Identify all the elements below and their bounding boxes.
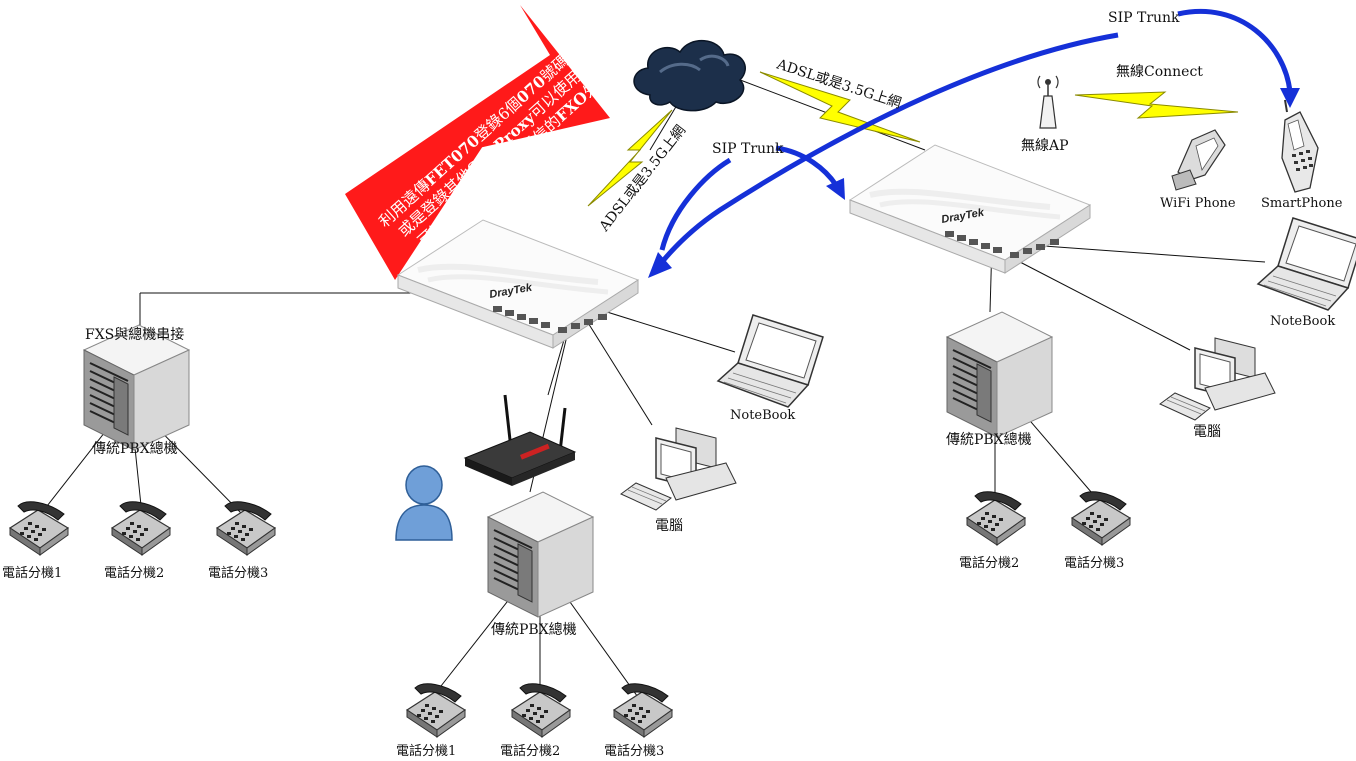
desk-phone-icon xyxy=(1071,491,1131,546)
antenna-icon xyxy=(1037,75,1059,129)
phone-left-3-label: 電話分機3 xyxy=(208,565,268,581)
pc-right-label: 電腦 xyxy=(1193,424,1221,440)
phone-left-1-label: 電話分機1 xyxy=(2,565,62,581)
mobile-phone-icon xyxy=(1281,99,1319,193)
lightning-icon xyxy=(587,109,673,207)
desk-phone-icon xyxy=(966,491,1026,546)
sip-trunk-label-top: SIP Trunk xyxy=(1108,10,1180,26)
desk-phone-icon xyxy=(9,501,69,556)
desk-phone-icon xyxy=(111,501,171,556)
pc-mid-label: 電腦 xyxy=(655,518,683,534)
server-icon xyxy=(487,491,594,618)
sip-trunk-label-mid: SIP Trunk xyxy=(712,141,784,157)
user-icon xyxy=(395,465,453,541)
banner-arrow-shape xyxy=(345,5,610,280)
ap-label: 無線AP xyxy=(1021,138,1069,154)
mobile-phone-icon xyxy=(1171,129,1226,191)
lightning-icon xyxy=(1074,91,1239,119)
laptop-icon xyxy=(1257,217,1356,311)
sip-trunk-arrows xyxy=(648,8,1300,278)
desktop-pc-icon xyxy=(620,427,737,511)
router-icon xyxy=(850,145,1090,273)
phone-left-2-label: 電話分機2 xyxy=(104,565,164,581)
server-icon xyxy=(83,324,190,451)
phone-bottom-3-label: 電話分機3 xyxy=(604,743,664,759)
fxs-label: FXS與總機串接 xyxy=(85,326,184,343)
promo-banner: 利用遠傳FET070登錄6個070號碼 或是登錄其他SIP Proxy可以使用6… xyxy=(345,5,615,280)
desk-phone-icon xyxy=(613,683,673,738)
phone-right-3-label: 電話分機3 xyxy=(1064,555,1124,571)
pbx-bottom-label: 傳統PBX總機 xyxy=(491,621,577,638)
phone-right-2-label: 電話分機2 xyxy=(959,555,1019,571)
router-icon xyxy=(463,394,577,486)
cloud-icon xyxy=(633,39,746,112)
desk-phone-icon xyxy=(406,683,466,738)
phone-bottom-1-label: 電話分機1 xyxy=(396,743,456,759)
server-icon xyxy=(946,311,1053,438)
lightning-icon xyxy=(759,71,921,143)
desk-phone-icon xyxy=(511,683,571,738)
smartphone-label: SmartPhone xyxy=(1261,196,1343,211)
desk-phone-icon xyxy=(216,501,276,556)
wireless-connect-label: 無線Connect xyxy=(1116,64,1203,80)
notebook-mid-label: NoteBook xyxy=(730,408,795,423)
desktop-pc-icon xyxy=(1159,337,1276,421)
laptop-icon xyxy=(717,314,824,408)
phone-bottom-2-label: 電話分機2 xyxy=(500,743,560,759)
notebook-right-label: NoteBook xyxy=(1270,314,1335,329)
pbx-right-label: 傳統PBX總機 xyxy=(946,431,1032,448)
wifi-phone-label: WiFi Phone xyxy=(1160,196,1236,211)
pbx-left-label: 傳統PBX總機 xyxy=(92,440,178,457)
